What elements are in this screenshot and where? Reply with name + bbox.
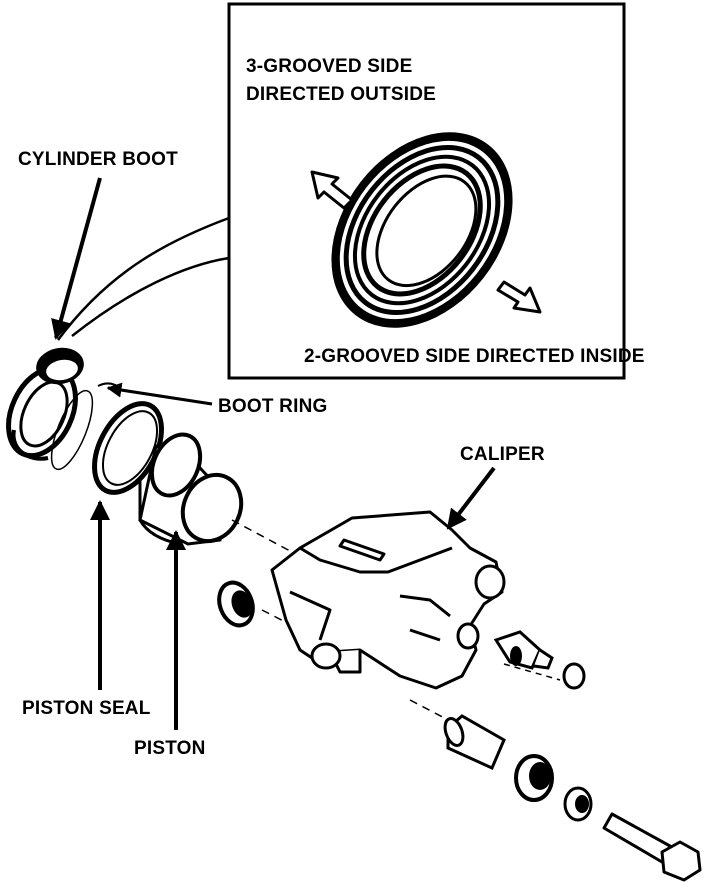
pin-dust-boot xyxy=(514,754,554,802)
guide-pin xyxy=(443,714,506,770)
inset-label-directed-outside: DIRECTED OUTSIDE xyxy=(246,84,436,105)
label-piston-seal: PISTON SEAL xyxy=(22,698,151,719)
caliper-leader xyxy=(446,466,496,530)
caliper-bushing xyxy=(217,580,255,628)
inside-direction-arrow xyxy=(496,280,542,314)
caliper-bolt xyxy=(602,812,702,882)
pin-axis-line xyxy=(409,699,453,723)
caliper-body xyxy=(270,510,506,690)
piston xyxy=(138,432,244,546)
boot-ring-leader xyxy=(106,382,213,406)
label-cylinder-boot: CYLINDER BOOT xyxy=(18,149,178,170)
pin-bushing xyxy=(563,786,593,822)
outside-direction-arrow xyxy=(310,170,354,210)
label-caliper: CALIPER xyxy=(460,444,545,465)
label-piston: PISTON xyxy=(134,738,206,759)
cylinder-boot-leader xyxy=(51,177,102,340)
bleeder-screw xyxy=(493,630,554,670)
seal-detail-inset: 3-GROOVED SIDE DIRECTED OUTSIDE xyxy=(56,2,626,380)
bleeder-axis-line xyxy=(503,663,561,681)
piston-axis-line xyxy=(231,519,293,553)
label-boot-ring: BOOT RING xyxy=(218,396,327,417)
bleeder-cap xyxy=(562,662,586,690)
inset-label-two-grooved-inside: 2-GROOVED SIDE DIRECTED INSIDE xyxy=(304,346,645,367)
seal-ring-detail xyxy=(331,132,513,328)
cylinder-boot xyxy=(6,347,84,461)
inset-label-three-grooved: 3-GROOVED SIDE xyxy=(246,56,412,77)
